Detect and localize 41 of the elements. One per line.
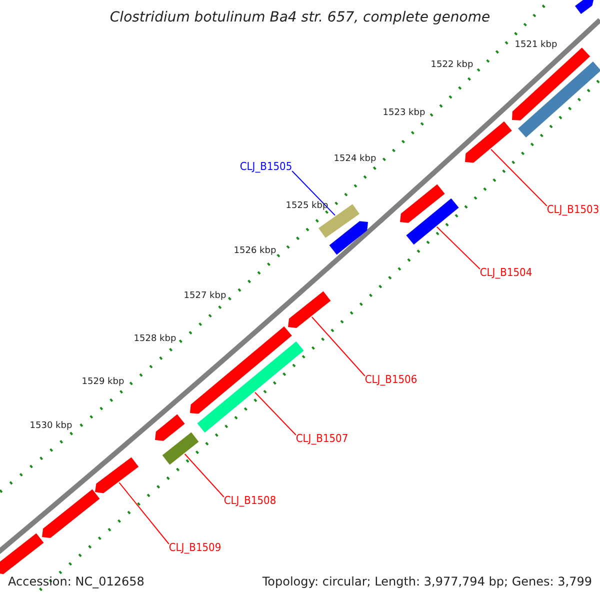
gene-label: CLJ_B1503 bbox=[546, 204, 600, 216]
gene-block bbox=[162, 432, 199, 465]
scale-label: 1524 kbp bbox=[334, 155, 376, 165]
scale-label: 1522 kbp bbox=[430, 61, 474, 71]
gene-block bbox=[0, 533, 44, 574]
leader-line bbox=[311, 316, 366, 376]
gene-block bbox=[518, 62, 600, 138]
leader-line bbox=[118, 482, 170, 544]
leader-line bbox=[436, 226, 480, 270]
scale-label: 1526 kbp bbox=[234, 247, 276, 257]
leader-line bbox=[490, 148, 548, 206]
scale-label: 1529 kbp bbox=[82, 378, 124, 388]
gene-block bbox=[95, 457, 139, 494]
gene-block bbox=[288, 291, 331, 328]
scale-label: 1523 kbp bbox=[382, 109, 426, 119]
gene-label: CLJ_B1507 bbox=[296, 432, 348, 446]
leader-line bbox=[254, 392, 296, 436]
accession-text: Accession: NC_012658 bbox=[8, 575, 144, 589]
gene-block bbox=[329, 221, 368, 255]
gene-block bbox=[400, 184, 445, 223]
gene-block bbox=[155, 414, 185, 441]
gene-block bbox=[197, 341, 304, 433]
gene-block bbox=[465, 121, 512, 163]
genome-title: Clostridium botulinum Ba4 str. 657, complete genome bbox=[110, 10, 490, 26]
gene-block bbox=[190, 326, 292, 414]
gene-block bbox=[406, 198, 459, 245]
gene-block bbox=[512, 48, 590, 120]
genome-stats: Topology: circular; Length: 3,977,794 bp; Genes: 3,799 bbox=[262, 575, 592, 589]
gene-label: CLJ_B1506 bbox=[364, 374, 418, 386]
scale-label: 1530 kbp bbox=[30, 422, 72, 432]
leader-line bbox=[184, 454, 224, 498]
scale-label: 1521 kbp bbox=[514, 41, 558, 51]
gene-label: CLJ_B1505 bbox=[240, 160, 292, 174]
gene-label: CLJ_B1508 bbox=[224, 494, 276, 508]
gene-label: CLJ_B1509 bbox=[168, 542, 222, 554]
scale-label: 1528 kbp bbox=[134, 335, 176, 345]
gene-block bbox=[575, 0, 594, 14]
gene-block bbox=[42, 489, 100, 538]
gene-label: CLJ_B1504 bbox=[480, 266, 532, 280]
leader-line bbox=[292, 170, 336, 216]
scale-label: 1527 kbp bbox=[184, 292, 226, 302]
